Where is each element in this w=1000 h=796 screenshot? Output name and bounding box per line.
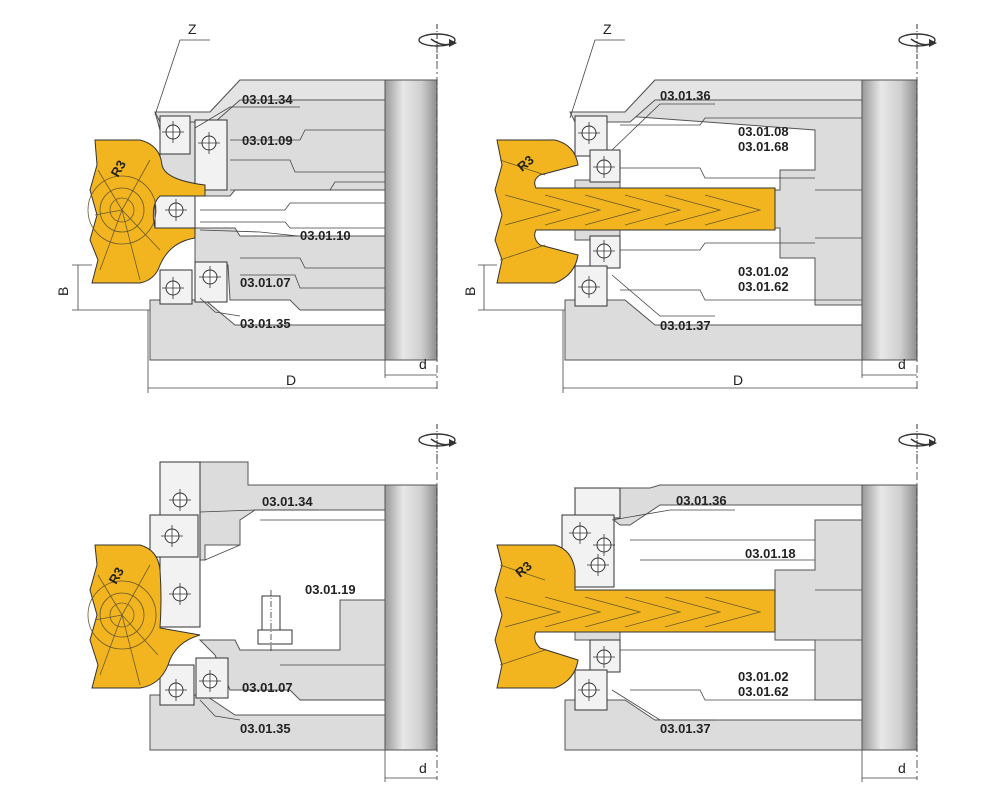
part-label: 03.01.08 [738,124,789,139]
d-bore-label: d [898,760,906,776]
part-label: 03.01.10 [300,228,351,243]
panel-top-right: R3 Z B D d 03.01.36 03.01.08 03.01.68 03… [462,21,938,393]
part-label: 03.01.34 [262,494,313,509]
d-outer-label: D [733,372,743,388]
part-label: 03.01.35 [240,721,291,736]
rotation-direction-icon [898,423,938,465]
d-bore-label: d [898,356,906,372]
part-label: 03.01.37 [660,318,711,333]
part-label: 03.01.02 [738,264,789,279]
radius-label: R3 [106,565,127,587]
d-bore-label: d [419,760,427,776]
radius-label: R3 [108,158,129,180]
workpiece [89,544,201,689]
part-label: 03.01.09 [242,133,293,148]
part-label: 03.01.02 [738,669,789,684]
part-label: 03.01.34 [242,92,293,107]
z-label: Z [188,21,197,37]
part-label: 03.01.68 [738,139,789,154]
part-label: 03.01.37 [660,721,711,736]
part-label: 03.01.07 [240,275,291,290]
rotation-direction-icon [418,423,458,465]
part-label: 03.01.19 [305,582,356,597]
panel-bottom-left: R3 d 03.01.34 03.01.19 03.01.07 03.01.35 [87,423,458,782]
part-label: 03.01.07 [242,680,293,695]
z-label: Z [603,21,612,37]
panel-top-left: R3 Z B D d 03.01.34 03.01.09 03.01.10 03… [55,21,458,393]
part-label: 03.01.62 [738,279,789,294]
rotation-direction-icon [898,23,938,65]
b-dimension-label: B [55,287,71,296]
d-bore-label: d [419,356,427,372]
part-label: 03.01.62 [738,684,789,699]
part-label: 03.01.18 [745,546,796,561]
rotation-direction-icon [418,23,458,65]
part-label: 03.01.36 [676,493,727,508]
part-label: 03.01.35 [240,316,291,331]
workpiece [494,544,776,689]
d-outer-label: D [286,372,296,388]
b-dimension-label: B [462,287,478,296]
part-label: 03.01.36 [660,88,711,103]
panel-bottom-right: R3 d 03.01.36 03.01.18 03.01.02 03.01.62… [494,423,938,782]
